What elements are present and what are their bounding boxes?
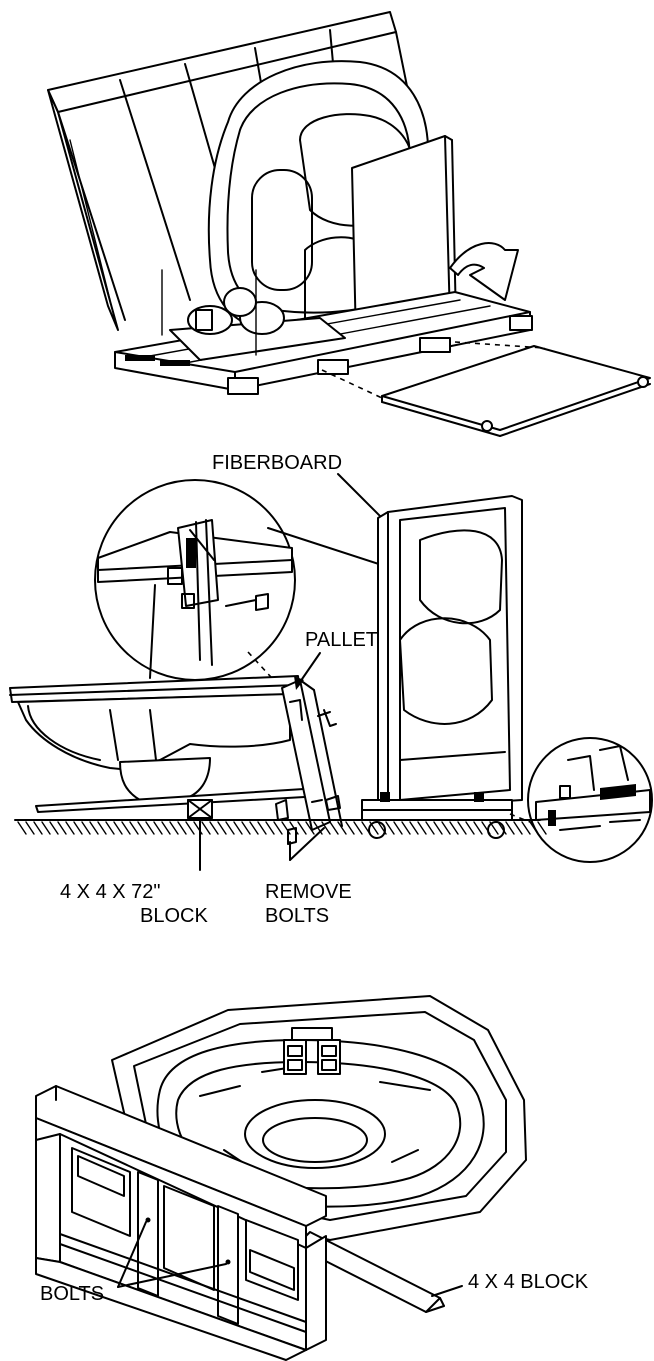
hatch-stroke (513, 821, 523, 835)
bolt-lower-left (275, 799, 297, 845)
hatch-stroke (25, 821, 35, 835)
hatch-stroke (529, 821, 539, 835)
hatch-stroke (185, 821, 195, 835)
hatch-stroke (57, 821, 67, 835)
tub-body-horizontal (17, 693, 291, 771)
fiberboard-leader (337, 473, 387, 523)
bolt-dot-2 (225, 1259, 231, 1265)
hatch-stroke (417, 821, 427, 835)
hatch-stroke (137, 821, 147, 835)
crate-left-post (47, 89, 119, 331)
block-4x4-leader (431, 1285, 463, 1297)
pump-motor (161, 269, 346, 361)
hatch-stroke (497, 821, 507, 835)
bolts-label: BOLTS (40, 1283, 104, 1305)
hatch-stroke (393, 821, 403, 835)
hatch-stroke (385, 821, 395, 835)
hatch-stroke (281, 821, 291, 835)
hatch-stroke (177, 821, 187, 835)
hatch-stroke (537, 821, 547, 835)
hatch-stroke (449, 821, 459, 835)
hatch-stroke (41, 821, 51, 835)
pallet-leader (299, 652, 321, 683)
figure-1-crate-on-pallet (47, 11, 651, 437)
hatch-stroke (65, 821, 75, 835)
ground-hatching (17, 821, 547, 835)
bolts-leader-2 (117, 1263, 227, 1288)
figure-2-pallet-removal: FIBERBOARD (9, 452, 653, 927)
hatch-stroke (305, 821, 315, 835)
hatch-stroke (33, 821, 43, 835)
hatch-stroke (145, 821, 155, 835)
hatch-stroke (489, 821, 499, 835)
fiberboard-label: FIBERBOARD (212, 452, 342, 474)
pallet-frame-fig3 (35, 1085, 327, 1361)
hatch-stroke (441, 821, 451, 835)
hatch-stroke (249, 821, 259, 835)
hatch-stroke (329, 821, 339, 835)
hatch-stroke (153, 821, 163, 835)
hatch-stroke (297, 821, 307, 835)
hatch-stroke (121, 821, 131, 835)
bolts-leader-1 (117, 1221, 147, 1288)
hatch-stroke (49, 821, 59, 835)
hatch-stroke (81, 821, 91, 835)
headrest (291, 1027, 333, 1041)
bolt-detail-top (225, 593, 269, 611)
lower-arrow (449, 242, 519, 301)
hatch-stroke (337, 821, 347, 835)
remove-bolts-label-line2: BOLTS (265, 905, 329, 927)
hatch-stroke (73, 821, 83, 835)
hatch-stroke (201, 821, 211, 835)
hatch-stroke (505, 821, 515, 835)
fiberboard-standing (377, 511, 389, 805)
hatch-stroke (169, 821, 179, 835)
hatch-stroke (361, 821, 371, 835)
footwell (244, 1099, 386, 1169)
hatch-stroke (193, 821, 203, 835)
hatch-stroke (369, 821, 379, 835)
hatch-stroke (401, 821, 411, 835)
hatch-stroke (425, 821, 435, 835)
figure-3-tub-with-pallet: 4 X 4 BLOCK BOLTS (35, 995, 589, 1361)
block-4x4-label: 4 X 4 BLOCK (468, 1271, 589, 1293)
remove-bolts-label-line1: REMOVE (265, 881, 352, 903)
hatch-stroke (521, 821, 531, 835)
block-label-line1: 4 X 4 X 72" (60, 881, 161, 903)
tub-standing (387, 495, 523, 809)
hatch-stroke (225, 821, 235, 835)
hatch-stroke (241, 821, 251, 835)
hatch-stroke (89, 821, 99, 835)
hatch-stroke (105, 821, 115, 835)
hatch-stroke (17, 821, 27, 835)
pallet-label: PALLET (305, 629, 378, 651)
hatch-stroke (353, 821, 363, 835)
hatch-stroke (473, 821, 483, 835)
hatch-stroke (161, 821, 171, 835)
hatch-stroke (265, 821, 275, 835)
bolt-dot-1 (145, 1217, 151, 1223)
hatch-stroke (345, 821, 355, 835)
hatch-stroke (97, 821, 107, 835)
hatch-stroke (377, 821, 387, 835)
hatch-stroke (321, 821, 331, 835)
hatch-stroke (233, 821, 243, 835)
hatch-stroke (481, 821, 491, 835)
hatch-stroke (209, 821, 219, 835)
hatch-stroke (217, 821, 227, 835)
hatch-stroke (257, 821, 267, 835)
hatch-stroke (409, 821, 419, 835)
hatch-stroke (113, 821, 123, 835)
hatch-stroke (129, 821, 139, 835)
bolt-lower-right (311, 795, 341, 811)
hatch-stroke (273, 821, 283, 835)
hatch-stroke (465, 821, 475, 835)
hatch-stroke (289, 821, 299, 835)
hatch-stroke (457, 821, 467, 835)
block-label-line2: BLOCK (140, 905, 208, 927)
dolly-cart-fig1 (381, 345, 651, 431)
hatch-stroke (433, 821, 443, 835)
